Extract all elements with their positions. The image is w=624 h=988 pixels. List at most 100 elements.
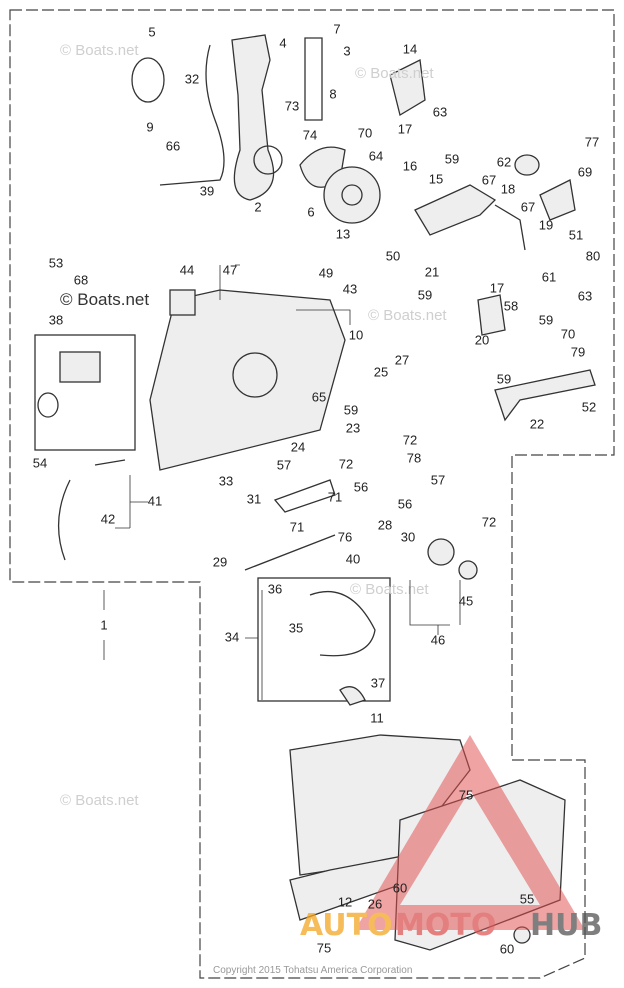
part-label: 41: [148, 493, 162, 508]
part-label: 33: [219, 473, 233, 488]
part-label: 1: [100, 617, 107, 632]
part-label: 75: [317, 940, 331, 955]
part-label: 7: [333, 21, 340, 36]
part-label: 13: [336, 226, 350, 241]
part-label: 11: [370, 710, 384, 725]
part-label: 61: [542, 269, 556, 284]
part-label: 53: [49, 255, 63, 270]
part-label: 15: [429, 171, 443, 186]
part-label: 28: [378, 517, 392, 532]
part-label: 38: [49, 312, 63, 327]
part-label: 52: [582, 399, 596, 414]
part-label: 57: [431, 472, 445, 487]
part-label: 14: [403, 41, 417, 56]
part-label: 60: [393, 880, 407, 895]
part-label: 63: [433, 104, 447, 119]
part-label: 71: [290, 519, 304, 534]
part-label: 62: [497, 154, 511, 169]
part-label: 6: [307, 204, 314, 219]
part-label: 20: [475, 332, 489, 347]
part-label: 18: [501, 181, 515, 196]
part-label: 59: [445, 151, 459, 166]
part-label: 29: [213, 554, 227, 569]
part-label: 17: [398, 121, 412, 136]
watermark: © Boats.net: [355, 65, 434, 82]
watermarks: © Boats.net © Boats.net © Boats.net © Bo…: [60, 42, 447, 809]
part-label: 23: [346, 420, 360, 435]
part-label: 75: [459, 787, 473, 802]
part-label: 9: [146, 119, 153, 134]
part-label: 56: [354, 479, 368, 494]
part-label: 44: [180, 262, 194, 277]
part-label: 71: [328, 489, 342, 504]
part-label: 25: [374, 364, 388, 379]
part-label: 46: [431, 632, 445, 647]
part-label: 76: [338, 529, 352, 544]
part-label: 70: [561, 326, 575, 341]
part-label: 50: [386, 248, 400, 263]
automotohub-logo: AUTO MOTO HUB: [300, 735, 602, 943]
leader-lines: [103, 264, 461, 700]
part-label: 74: [303, 127, 317, 142]
part-label: 72: [403, 432, 417, 447]
part-label: 65: [312, 389, 326, 404]
watermark: © Boats.net: [60, 42, 139, 59]
part-label: 34: [225, 629, 239, 644]
part-label: 68: [74, 272, 88, 287]
part-label: 51: [569, 227, 583, 242]
part-label: 22: [530, 416, 544, 431]
part-label: 56: [398, 496, 412, 511]
part-label: 8: [329, 86, 336, 101]
part-label: 2: [254, 199, 261, 214]
part-label: 26: [368, 896, 382, 911]
part-label: 59: [497, 371, 511, 386]
part-label: 59: [344, 402, 358, 417]
part-label: 3: [343, 43, 350, 58]
part-label: 59: [418, 287, 432, 302]
logo-text-moto: MOTO: [395, 908, 496, 943]
part-label: 39: [200, 183, 214, 198]
logo-text-hub: HUB: [530, 908, 602, 943]
copyright-text: Copyright 2015 Tohatsu America Corporati…: [213, 965, 412, 976]
part-label: 10: [349, 327, 363, 342]
part-label: 59: [539, 312, 553, 327]
part-label: 42: [101, 511, 115, 526]
assembly-boundary: [9, 9, 615, 979]
part-label: 16: [403, 158, 417, 173]
part-label: 43: [343, 281, 357, 296]
part-label: 27: [395, 352, 409, 367]
part-label: 80: [586, 248, 600, 263]
part-label: 54: [33, 455, 47, 470]
part-label: 40: [346, 551, 360, 566]
part-label: 5: [148, 24, 155, 39]
part-label: 69: [578, 164, 592, 179]
part-label: 60: [500, 941, 514, 956]
part-label: 55: [520, 891, 534, 906]
part-label: 72: [339, 456, 353, 471]
part-label: 67: [482, 172, 496, 187]
part-label: 66: [166, 138, 180, 153]
part-label: 32: [185, 71, 199, 86]
part-label: 73: [285, 98, 299, 113]
part-label: 12: [338, 894, 352, 909]
part-labels: 5 4 7 3 14 32 73 8 63 9 74 70 17 59 66 6…: [33, 21, 600, 956]
part-label: 24: [291, 439, 305, 454]
part-label: 17: [490, 280, 504, 295]
part-label: 47: [223, 262, 237, 277]
part-label: 49: [319, 265, 333, 280]
part-label: 64: [369, 148, 383, 163]
watermark: © Boats.net: [368, 307, 447, 324]
part-label: 63: [578, 288, 592, 303]
part-label: 19: [539, 217, 553, 232]
part-label: 77: [585, 134, 599, 149]
part-label: 67: [521, 199, 535, 214]
logo-text-auto: AUTO: [300, 908, 393, 943]
watermark: © Boats.net: [350, 581, 429, 598]
part-label: 57: [277, 457, 291, 472]
part-label: 4: [279, 35, 286, 50]
part-label: 78: [407, 450, 421, 465]
part-label: 58: [504, 298, 518, 313]
watermark: © Boats.net: [60, 290, 149, 309]
